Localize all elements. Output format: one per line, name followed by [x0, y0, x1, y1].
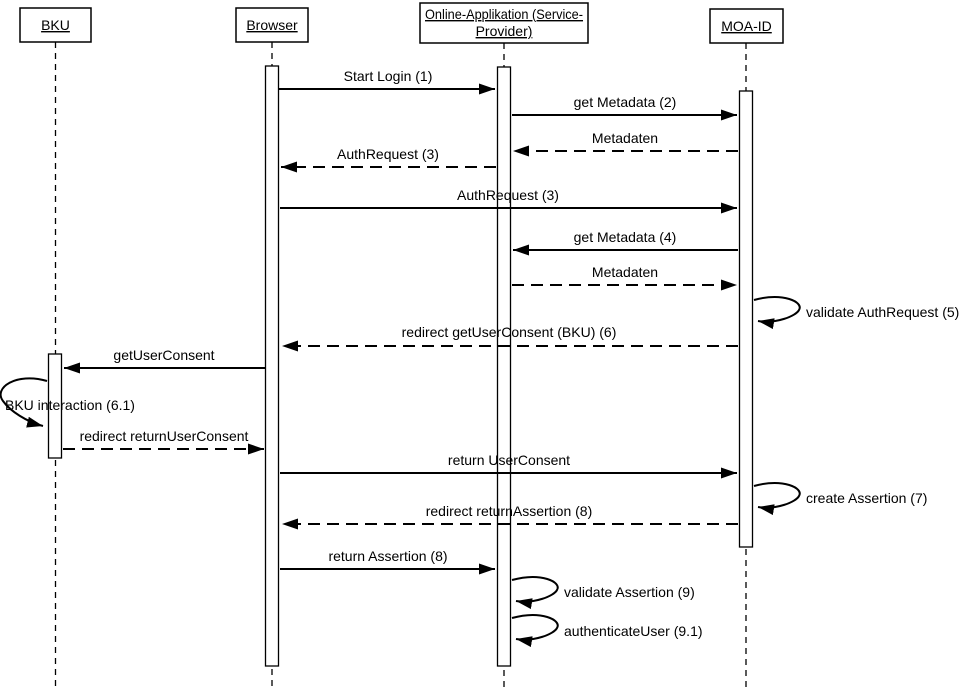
activation-online-applikation: [496, 66, 512, 667]
selfloop-authenticateuser: [511, 614, 559, 648]
selfloop-validate-assertion: [511, 576, 559, 610]
activation-bku: [47, 353, 63, 459]
message-label-get-metadata-4: get Metadata (4): [574, 229, 677, 245]
message-label-bku-interaction: BKU interaction (6.1): [5, 397, 135, 413]
message-label-start-login: Start Login (1): [344, 68, 433, 84]
message-label-authenticateuser: authenticateUser (9.1): [564, 623, 703, 639]
message-label-redirect-returnuserconsent: redirect returnUserConsent: [80, 428, 249, 444]
actor-box-online-applikation: [419, 2, 589, 44]
activation-browser: [264, 65, 280, 667]
message-label-getuserconsent: getUserConsent: [113, 347, 214, 363]
message-label-metadaten-1: Metadaten: [592, 130, 658, 146]
activation-moa-id: [738, 90, 754, 548]
actor-box-moa-id: [709, 8, 784, 44]
message-label-redirect-returnassertion: redirect returnAssertion (8): [426, 503, 593, 519]
selfloop-create-assertion: [753, 482, 801, 516]
message-label-authrequest-redirect: AuthRequest (3): [337, 146, 439, 162]
actor-label-bku: BKU: [41, 17, 70, 33]
message-label-get-metadata-2: get Metadata (2): [574, 94, 677, 110]
message-label-validate-authrequest: validate AuthRequest (5): [806, 304, 959, 320]
selfloop-validate-authrequest: [753, 296, 801, 330]
actor-box-bku: [19, 7, 92, 43]
actor-label-moa-id: MOA-ID: [721, 18, 772, 34]
message-label-return-userconsent: return UserConsent: [448, 452, 570, 468]
actor-label-browser: Browser: [246, 17, 298, 33]
selfloop-bku-interaction: [0, 377, 48, 428]
actor-label-online-applikation-line2: Provider): [476, 23, 533, 39]
actor-label-online-applikation-line1: Online-Applikation (Service-: [425, 6, 583, 22]
message-label-validate-assertion: validate Assertion (9): [564, 584, 695, 600]
message-label-metadaten-2: Metadaten: [592, 264, 658, 280]
actor-box-browser: [235, 7, 309, 43]
message-label-return-assertion: return Assertion (8): [328, 548, 447, 564]
message-label-authrequest: AuthRequest (3): [457, 187, 559, 203]
message-label-create-assertion: create Assertion (7): [806, 490, 927, 506]
message-label-redirect-getuserconsent: redirect getUserConsent (BKU) (6): [402, 324, 617, 340]
